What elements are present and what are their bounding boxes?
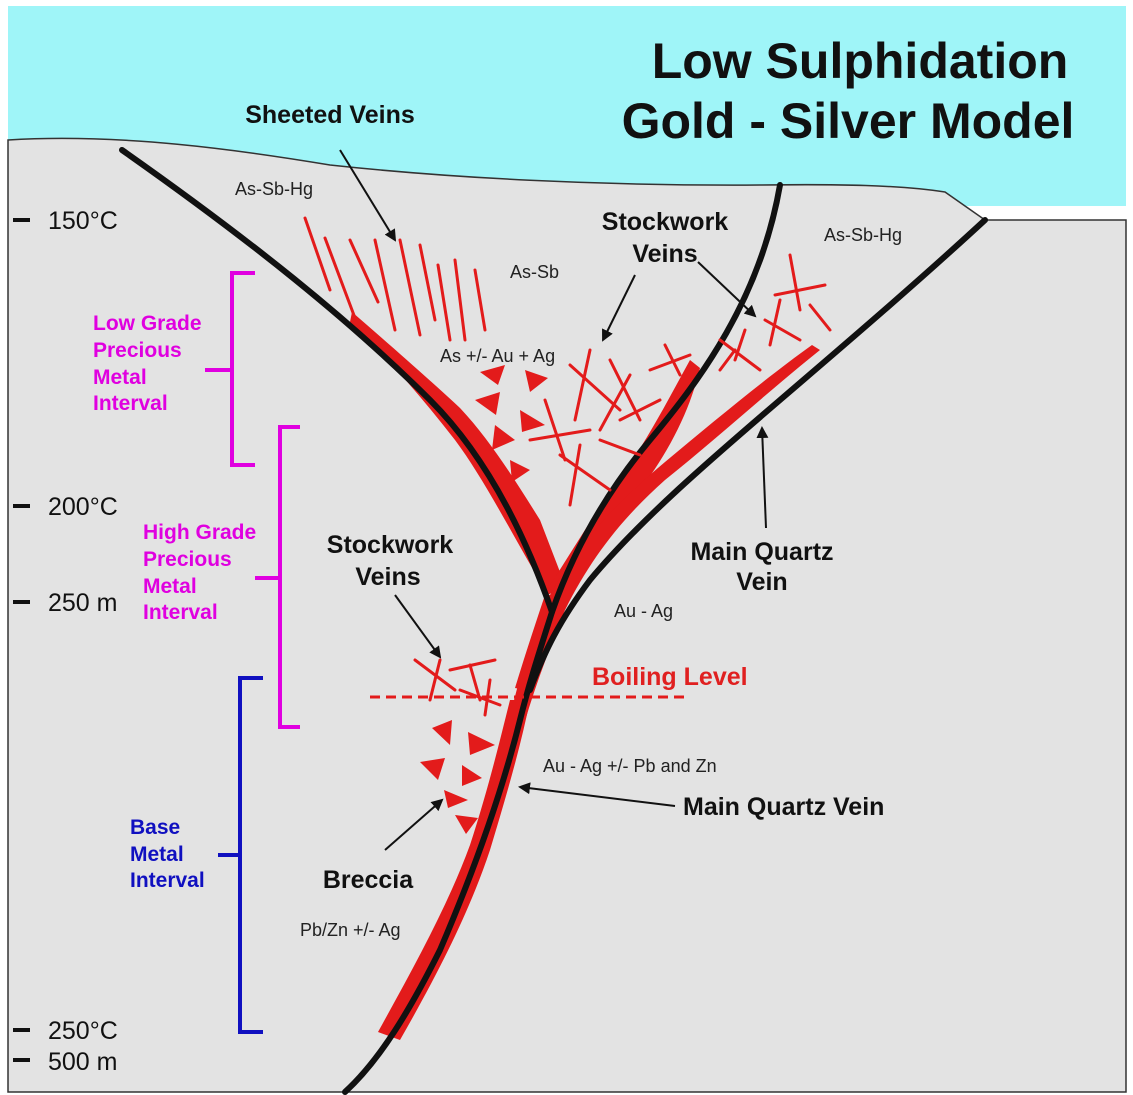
scale-150c: 150°C: [48, 207, 118, 235]
boiling-level-label: Boiling Level: [592, 663, 748, 691]
low-grade-interval-label: Low Grade Precious Metal Interval: [93, 312, 202, 415]
sheeted-veins: [303, 216, 487, 342]
base-metal-interval-label: Base Metal Interval: [130, 816, 205, 892]
svg-text:Interval: Interval: [143, 601, 218, 624]
svg-text:Low Grade: Low Grade: [93, 312, 202, 335]
stockwork-upper-label: Stockwork Veins: [602, 208, 729, 268]
scale-200c: 200°C: [48, 493, 118, 521]
high-grade-bracket: [255, 425, 300, 729]
main-quartz-lower-label: Main Quartz Vein: [683, 793, 884, 821]
low-grade-bracket: [205, 271, 255, 467]
chem-as-sb: As-Sb: [510, 262, 559, 282]
right-fault: [527, 217, 988, 693]
main-quartz-lower-arrow: [518, 782, 676, 807]
svg-text:Metal: Metal: [93, 366, 147, 389]
upper-stockwork: [528, 253, 832, 507]
svg-text:Metal: Metal: [130, 843, 184, 866]
fault-lines: [119, 147, 988, 1095]
svg-text:Veins: Veins: [632, 240, 697, 268]
chem-pb-zn-ag: Pb/Zn +/- Ag: [300, 920, 401, 940]
svg-text:Veins: Veins: [355, 563, 420, 591]
sheeted-veins-label: Sheeted Veins: [245, 101, 415, 129]
svg-text:Vein: Vein: [736, 568, 787, 596]
scale-250c: 250°C: [48, 1017, 118, 1045]
high-grade-interval-label: High Grade Precious Metal Interval: [143, 521, 256, 624]
vein-sliver: [515, 595, 550, 690]
stockwork-upper-arrow-left: [602, 274, 636, 342]
left-fault: [119, 147, 555, 615]
chem-as-au-ag: As +/- Au + Ag: [440, 346, 555, 366]
svg-text:Main Quartz: Main Quartz: [690, 538, 833, 566]
title-line-2: Gold - Silver Model: [622, 93, 1075, 149]
chem-as-sb-hg-right: As-Sb-Hg: [824, 225, 902, 245]
scale-ticks: [13, 218, 30, 1062]
left-vein-wall: [350, 312, 565, 595]
svg-text:Precious: Precious: [143, 548, 232, 571]
stockwork-upper-arrow-right: [697, 261, 757, 318]
scale-500m: 500 m: [48, 1048, 117, 1076]
svg-text:Metal: Metal: [143, 575, 197, 598]
svg-text:High Grade: High Grade: [143, 521, 256, 544]
lower-breccia: [420, 720, 495, 834]
stockwork-lower-arrow: [394, 594, 442, 659]
chem-au-ag: Au - Ag: [614, 601, 673, 621]
central-fault: [342, 182, 783, 1095]
sheeted-veins-arrow: [339, 149, 397, 242]
svg-text:Interval: Interval: [130, 869, 205, 892]
chem-au-ag-pb-zn: Au - Ag +/- Pb and Zn: [543, 756, 717, 776]
svg-text:Stockwork: Stockwork: [602, 208, 729, 236]
svg-text:Stockwork: Stockwork: [327, 531, 454, 559]
base-metal-bracket: [218, 676, 263, 1034]
svg-text:Interval: Interval: [93, 392, 168, 415]
arrows: [339, 149, 769, 851]
title-line-1: Low Sulphidation: [652, 33, 1069, 89]
lower-stockwork: [413, 658, 502, 717]
main-quartz-vein-lower: [378, 700, 530, 1040]
main-quartz-upper-arrow: [756, 426, 769, 529]
scale-250m: 250 m: [48, 589, 117, 617]
stockwork-lower-label: Stockwork Veins: [327, 531, 454, 591]
svg-text:Precious: Precious: [93, 339, 182, 362]
upper-breccia: [475, 365, 548, 482]
svg-text:Base: Base: [130, 816, 180, 839]
main-quartz-upper-label: Main Quartz Vein: [690, 538, 833, 596]
breccia-label: Breccia: [323, 866, 414, 894]
breccia-arrow: [384, 798, 444, 851]
chem-as-sb-hg-left: As-Sb-Hg: [235, 179, 313, 199]
